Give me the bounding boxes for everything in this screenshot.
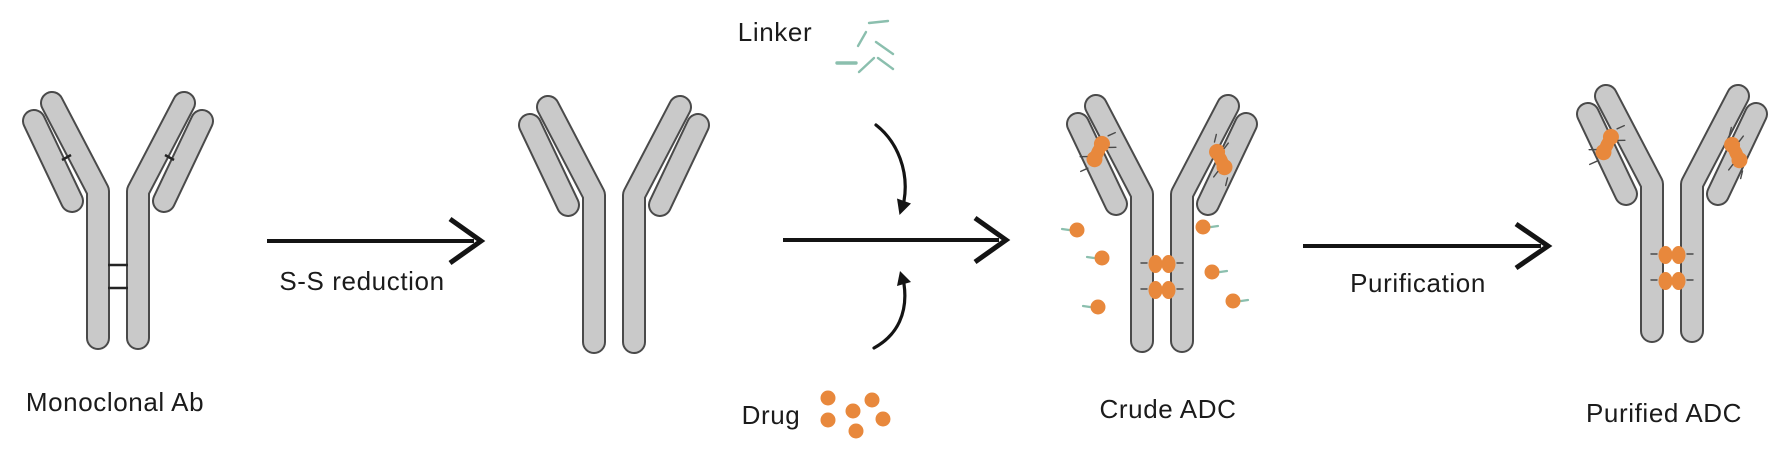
free-drug-molecule <box>1060 221 1086 239</box>
linker-fragments <box>835 19 895 74</box>
drug-label: Drug <box>741 400 801 430</box>
drug-molecule <box>845 403 861 419</box>
drug-molecule <box>848 423 864 439</box>
linker-fragment <box>856 30 868 48</box>
purification-label: Purification <box>1350 268 1486 298</box>
linker-fragment <box>876 56 895 71</box>
monoclonal-ab-label: Monoclonal Ab <box>25 387 205 417</box>
linker-fragment <box>857 56 876 74</box>
arm-ss-bond-right <box>164 153 175 162</box>
free-drug-molecule <box>1203 263 1229 281</box>
linker-fragment <box>874 40 895 56</box>
purified-adc-label: Purified ADC <box>1585 398 1743 428</box>
conjugation-arrow <box>783 215 1011 265</box>
drug-molecule <box>820 412 836 428</box>
arm-ss-bond-left <box>61 153 72 162</box>
drug-molecule <box>864 392 880 408</box>
monoclonal-antibody <box>34 103 202 338</box>
linker-addition-arrow <box>874 123 911 215</box>
free-drug-molecule <box>1194 218 1220 236</box>
crude-adc-label: Crude ADC <box>1099 394 1237 424</box>
linker-label: Linker <box>737 17 813 47</box>
free-drug-molecule <box>1224 292 1250 310</box>
reduction-arrow <box>267 216 486 266</box>
purified-adc-antibody <box>1583 96 1759 331</box>
linker-fragment <box>867 19 890 25</box>
reduced-antibody <box>530 107 698 342</box>
drug-molecule <box>820 390 836 406</box>
purification-arrow <box>1303 221 1553 271</box>
drug-molecule <box>875 411 891 427</box>
ss-reduction-label: S-S reduction <box>279 266 445 296</box>
drug-molecules <box>820 390 891 439</box>
free-drug-molecule <box>1081 298 1107 316</box>
disulfide-bonds <box>61 153 175 290</box>
free-drug-molecule <box>1085 249 1111 267</box>
drug-addition-arrow <box>872 271 911 350</box>
